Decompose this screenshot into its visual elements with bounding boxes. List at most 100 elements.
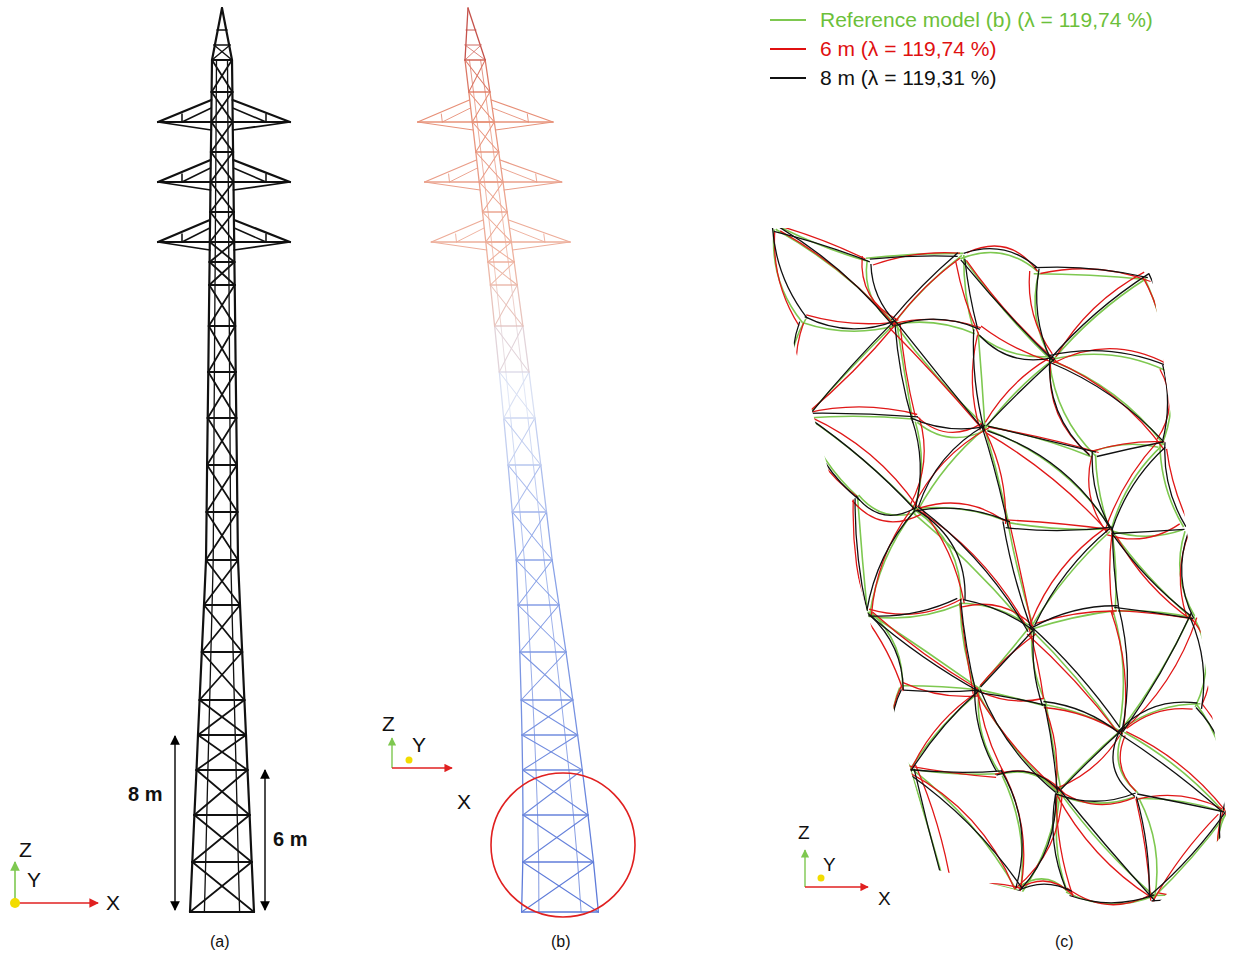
truss-member — [518, 605, 566, 652]
truss-member — [523, 770, 588, 815]
truss-member — [214, 326, 216, 372]
truss-member — [182, 108, 211, 122]
truss-member — [208, 326, 235, 372]
truss-member — [521, 699, 573, 700]
truss-member — [197, 735, 199, 770]
buckled-member — [776, 229, 895, 324]
truss-member — [469, 92, 473, 122]
truss-member — [217, 29, 227, 31]
truss-member — [229, 418, 231, 465]
buckled-member — [772, 226, 807, 318]
buckled-member — [1053, 279, 1146, 361]
buckled-member — [910, 691, 979, 772]
buckled-member — [1053, 794, 1066, 890]
buckled-member — [978, 332, 985, 429]
buckled-member — [1158, 893, 1231, 903]
truss-member — [211, 60, 214, 92]
truss-member — [158, 122, 211, 130]
truss-member — [158, 100, 211, 122]
truss-member — [516, 512, 546, 560]
buckled-member — [774, 231, 870, 261]
truss-member — [206, 418, 209, 465]
truss-member — [573, 700, 578, 735]
buckled-member — [801, 412, 858, 497]
truss-member — [210, 261, 235, 263]
truss-member — [208, 372, 236, 418]
truss-member — [499, 371, 529, 372]
buckled-member — [975, 687, 997, 772]
buckled-member — [806, 324, 896, 415]
tower-drawing — [158, 8, 290, 912]
truss-member — [265, 234, 267, 242]
truss-member — [527, 114, 528, 122]
truss-member — [508, 465, 546, 512]
buckled-member — [892, 690, 909, 771]
buckled-member — [1149, 273, 1169, 371]
buckled-member — [978, 690, 1045, 706]
truss-member — [211, 151, 233, 153]
truss-member — [494, 262, 497, 285]
truss-member — [212, 59, 232, 61]
truss-member — [490, 285, 494, 326]
truss-member — [499, 372, 503, 418]
truss-member — [214, 285, 216, 326]
truss-member — [465, 59, 485, 60]
buckled-member — [1137, 794, 1224, 812]
buckled-member — [1033, 630, 1042, 706]
buckled-member — [921, 503, 1004, 520]
buckled-member — [1015, 884, 1071, 892]
buckled-member — [1049, 356, 1089, 456]
truss-member — [190, 911, 254, 913]
truss-member — [234, 242, 290, 250]
buckled-member — [1143, 277, 1165, 365]
truss-member — [489, 122, 493, 152]
legend-row: Reference model (b) (λ = 119,74 %) — [768, 6, 1153, 34]
panel-label: (b) — [551, 933, 571, 951]
truss-member — [210, 212, 234, 242]
axis-dot — [406, 757, 413, 764]
buckled-member — [1034, 267, 1148, 278]
buckled-member — [909, 693, 979, 772]
truss-member — [512, 242, 570, 250]
buckled-member — [1138, 799, 1225, 813]
truss-member — [210, 211, 234, 213]
buckled-member — [892, 319, 981, 327]
truss-member — [207, 770, 208, 815]
axis-label: Y — [823, 855, 836, 876]
buckled-member — [1167, 449, 1191, 528]
axis-arrow — [15, 902, 98, 904]
truss-member — [523, 861, 594, 862]
buckled-member — [1001, 770, 1022, 887]
truss-member — [238, 560, 240, 605]
truss-member — [211, 122, 233, 152]
truss-member — [418, 121, 553, 122]
truss-member — [524, 560, 527, 605]
buckled-member — [1161, 370, 1171, 447]
truss-member — [495, 326, 529, 372]
truss-member — [469, 91, 490, 92]
buckled-member — [858, 499, 868, 612]
truss-member — [490, 285, 523, 326]
truss-member — [522, 372, 528, 418]
truss-member — [499, 372, 535, 418]
truss-member — [578, 862, 582, 912]
truss-member — [202, 605, 240, 652]
truss-member — [535, 735, 537, 770]
buckled-member — [1050, 363, 1164, 442]
truss-member — [476, 151, 499, 152]
truss-member — [207, 465, 237, 512]
truss-member — [494, 152, 498, 182]
truss-member — [214, 45, 232, 60]
axis-label: Z — [19, 838, 32, 861]
buckled-member — [944, 888, 1020, 893]
truss-member — [207, 326, 210, 372]
truss-member — [211, 122, 233, 152]
truss-member — [233, 108, 266, 122]
truss-member — [520, 651, 566, 652]
truss-member — [232, 152, 235, 182]
truss-member — [468, 8, 485, 60]
buckled-member — [966, 260, 1057, 362]
truss-member — [528, 418, 534, 465]
truss-member — [210, 122, 213, 152]
